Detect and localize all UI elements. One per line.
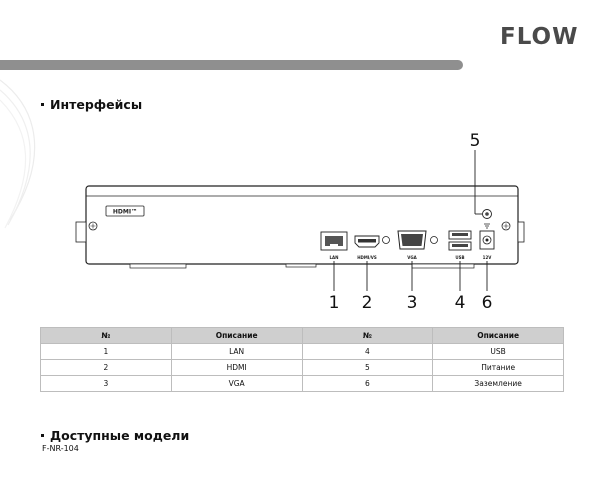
table-cell: USB [432, 343, 564, 360]
table-cell: Питание [432, 359, 564, 376]
vga-port-label: VGA [407, 255, 417, 260]
callout-number-2: 2 [362, 293, 373, 313]
table-cell: 2 [40, 359, 172, 376]
callout-number-4: 4 [455, 293, 466, 313]
lan-port-label: LAN [330, 255, 339, 260]
table-cell: Заземление [432, 375, 564, 392]
table-cell: HDMI [170, 359, 303, 376]
model-name: F-NR-104 [42, 444, 79, 453]
section-title-text: Интерфейсы [50, 97, 143, 112]
table-cell: LAN [170, 343, 303, 360]
table-cell: 6 [301, 375, 434, 392]
header-bar [0, 60, 463, 70]
table-header-cell: № [301, 327, 434, 344]
table-cell: VGA [170, 375, 303, 392]
bullet-icon [41, 434, 44, 437]
left-ear [75, 221, 87, 243]
table-header-cell: Описание [170, 327, 303, 344]
table-cell: 4 [301, 343, 434, 360]
ground-icon [484, 223, 490, 229]
interfaces-table: № Описание № Описание 1 LAN 4 USB 2 HDMI… [40, 327, 564, 392]
callout-number-5: 5 [470, 131, 481, 151]
table-header-cell: № [40, 327, 172, 344]
decorative-swoosh [0, 79, 36, 229]
right-ear [517, 221, 525, 243]
chassis [85, 185, 519, 265]
section-title-models: Доступные модели [41, 428, 189, 443]
table-row: 1 LAN 4 USB [40, 343, 564, 360]
table-cell: 3 [40, 375, 172, 392]
foot-mid [285, 263, 317, 268]
callout-number-6: 6 [482, 293, 493, 313]
usb-port-label: USB [455, 255, 464, 260]
table-cell: 5 [301, 359, 434, 376]
brand-plate-text: HDMI™ [113, 209, 137, 216]
brand-plate [105, 205, 145, 217]
callout-number-1: 1 [329, 293, 340, 313]
table-row: 2 HDMI 5 Питание [40, 359, 564, 376]
screw-icon [430, 236, 438, 244]
foot-left [129, 263, 187, 269]
nvr-rear-panel-diagram: HDMI™ LAN HDMI/VS VGA USB 12V 1 2 3 4 5 … [75, 131, 525, 313]
section-title-interfaces: Интерфейсы [41, 97, 142, 112]
bullet-icon [41, 103, 44, 106]
table-header-row: № Описание № Описание [40, 327, 564, 344]
power-jack-label: 12V [483, 255, 493, 260]
screw-icon [382, 236, 390, 244]
table-cell: 1 [40, 343, 172, 360]
callout-number-3: 3 [407, 293, 418, 313]
section-title-text: Доступные модели [50, 428, 190, 443]
brand-logo: FLOW [500, 24, 579, 50]
foot-right [411, 263, 475, 269]
hdmi-port-label: HDMI/VS [357, 255, 377, 260]
table-row: 3 VGA 6 Заземление [40, 375, 564, 392]
table-header-cell: Описание [432, 327, 564, 344]
